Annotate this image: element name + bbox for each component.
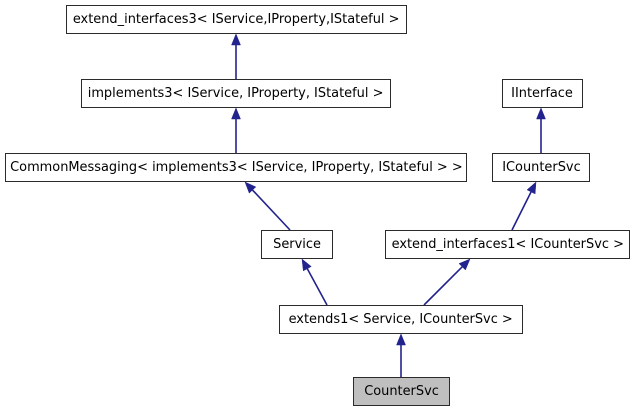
inheritance-edge — [231, 107, 241, 153]
inheritance-edge — [396, 333, 406, 377]
inheritance-edge — [423, 258, 471, 306]
node-countersvc[interactable]: CounterSvc — [353, 377, 450, 406]
node-iinterface[interactable]: IInterface — [502, 79, 583, 108]
node-label: extend_interfaces1< ICounterSvc > — [391, 237, 624, 252]
node-label: extend_interfaces3< IService,IProperty,I… — [73, 12, 400, 27]
inheritance-edge — [231, 33, 241, 79]
node-label: CounterSvc — [364, 384, 439, 399]
node-label: ICounterSvc — [501, 160, 581, 175]
node-extend-interfaces3[interactable]: extend_interfaces3< IService,IProperty,I… — [66, 5, 407, 34]
inheritance-edge — [244, 181, 291, 231]
node-label: CommonMessaging< implements3< IService, … — [9, 160, 463, 175]
node-label: IInterface — [511, 86, 574, 101]
node-icountersvc[interactable]: ICounterSvc — [492, 153, 590, 182]
node-label: Service — [273, 237, 321, 252]
node-extend-interfaces1[interactable]: extend_interfaces1< ICounterSvc > — [385, 230, 630, 259]
node-label: implements3< IService, IProperty, IState… — [88, 86, 384, 101]
inheritance-edge — [536, 107, 546, 153]
node-extends1[interactable]: extends1< Service, ICounterSvc > — [279, 305, 523, 334]
node-label: extends1< Service, ICounterSvc > — [288, 312, 514, 327]
inheritance-edge — [301, 258, 328, 306]
inheritance-edge — [511, 181, 537, 231]
node-implements3[interactable]: implements3< IService, IProperty, IState… — [81, 79, 391, 108]
node-service[interactable]: Service — [261, 230, 333, 259]
node-common-messaging[interactable]: CommonMessaging< implements3< IService, … — [5, 153, 467, 182]
